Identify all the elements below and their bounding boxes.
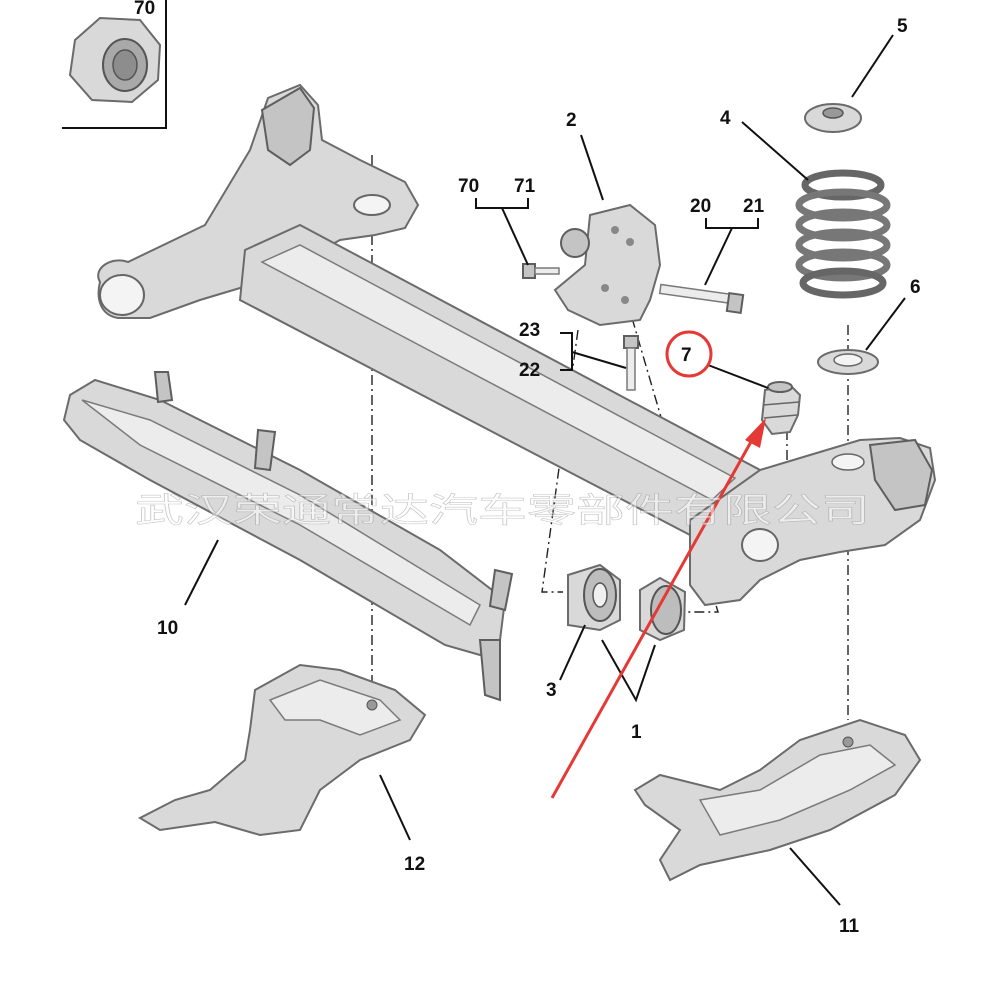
flange-nut-70 xyxy=(68,16,162,104)
spring-upper-seat-5 xyxy=(804,103,862,133)
callout-3: 3 xyxy=(546,680,557,701)
callout-70: 70 xyxy=(458,176,479,197)
callout-22: 22 xyxy=(519,360,540,381)
leader-lines xyxy=(184,34,906,906)
callout-5: 5 xyxy=(897,16,908,37)
callout-6: 6 xyxy=(910,277,921,298)
callout-labels: 70 70 71 2 20 21 4 5 6 7 23 22 10 3 1 12… xyxy=(134,0,921,937)
callout-4: 4 xyxy=(720,108,731,129)
axle-mount-bracket-2 xyxy=(553,203,662,327)
bolt-70-71 xyxy=(522,263,560,279)
callout-21: 21 xyxy=(743,196,765,217)
callout-2: 2 xyxy=(566,110,577,131)
rear-axle-beam xyxy=(97,83,937,607)
callout-11: 11 xyxy=(839,916,860,937)
heat-shield-tube-10 xyxy=(62,371,514,702)
callout-12: 12 xyxy=(404,854,425,875)
callout-10: 10 xyxy=(157,618,178,639)
highlight-annotation xyxy=(550,330,766,799)
callout-20: 20 xyxy=(690,196,711,217)
callout-7: 7 xyxy=(681,345,692,366)
bushing-1 xyxy=(639,576,687,642)
callout-23: 23 xyxy=(519,320,540,341)
callout-71: 71 xyxy=(514,176,536,197)
highlight-arrow xyxy=(550,439,754,799)
watermark-text: 武汉荣通常达汽车零部件有限公司 xyxy=(135,491,870,531)
nut-inset xyxy=(62,0,167,129)
bushing-3 xyxy=(567,563,621,632)
callout-70-inset: 70 xyxy=(134,0,155,19)
underbody-shield-12 xyxy=(137,663,427,837)
bolt-22-23 xyxy=(623,335,639,391)
bump-stop-7 xyxy=(760,381,802,436)
coil-spring-4 xyxy=(795,169,891,299)
highlight-circle xyxy=(665,330,713,378)
long-bolt-20-21 xyxy=(658,283,745,315)
spring-lower-isolator-6 xyxy=(817,349,879,375)
highlight-arrowhead xyxy=(745,418,766,448)
callout-1: 1 xyxy=(631,722,642,743)
underbody-shield-11 xyxy=(633,718,922,882)
